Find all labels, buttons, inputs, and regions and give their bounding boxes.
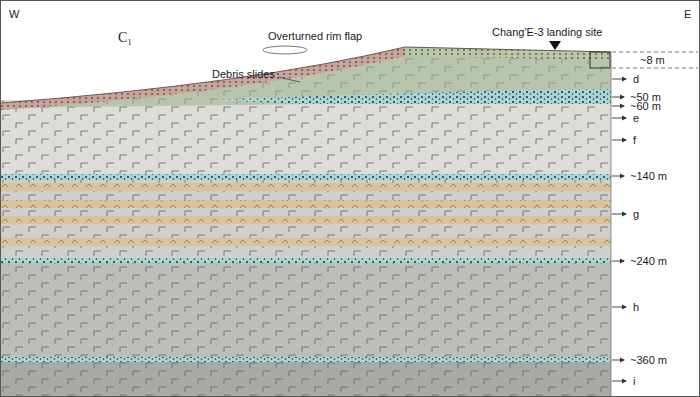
unit-label: g xyxy=(633,208,639,220)
unit-label: h xyxy=(633,301,639,313)
compass-label: E xyxy=(684,8,691,20)
depth-label: ~60 m xyxy=(630,100,661,112)
feature-label: Debris slides xyxy=(212,68,275,80)
site-label: Chang′E-3 landing site xyxy=(492,26,602,38)
depth-label: ~360 m xyxy=(630,354,667,366)
depth-label: ~140 m xyxy=(630,170,667,182)
unit-label: e xyxy=(633,112,639,124)
unit-label: i xyxy=(633,375,635,387)
depth-label: ~8 m xyxy=(640,54,665,66)
compass-label: W xyxy=(9,8,19,20)
unit-label: f xyxy=(633,134,636,146)
unit-label: d xyxy=(633,73,639,85)
depth-label: ~240 m xyxy=(630,255,667,267)
feature-label: Overturned rim flap xyxy=(268,30,362,42)
crater-label: C₁ xyxy=(118,30,132,45)
